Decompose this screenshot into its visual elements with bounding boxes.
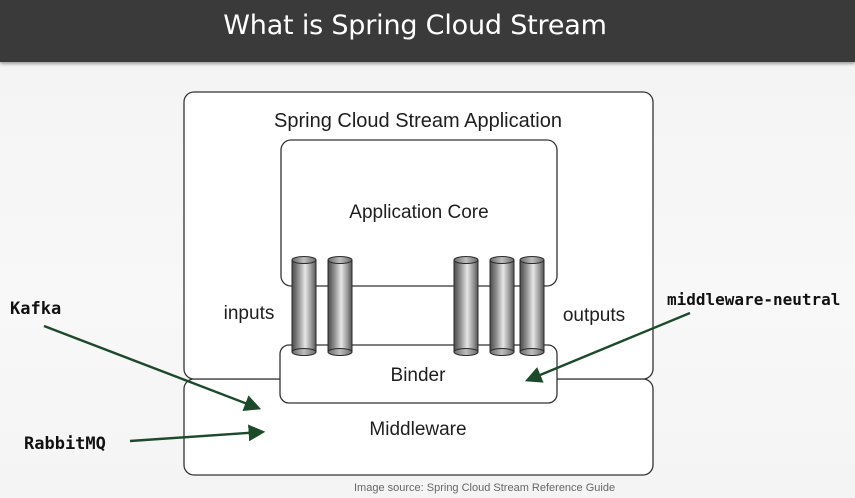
middleware-label: Middleware xyxy=(369,419,466,440)
inputs-label: inputs xyxy=(224,303,275,324)
rabbitmq-arrow xyxy=(129,424,266,443)
slide-title: What is Spring Cloud Stream xyxy=(223,10,607,41)
application-label: Spring Cloud Stream Application xyxy=(274,110,562,132)
input-channel-2 xyxy=(327,256,353,356)
core-label: Application Core xyxy=(349,202,488,223)
kafka-arrow xyxy=(43,324,262,412)
binder-label: Binder xyxy=(391,365,447,386)
output-channel-2 xyxy=(489,256,515,356)
input-channel-1 xyxy=(291,256,317,356)
rabbitmq-annotation: RabbitMQ xyxy=(24,434,106,454)
application-core-box xyxy=(280,139,558,287)
outputs-label: outputs xyxy=(563,305,625,326)
kafka-annotation: Kafka xyxy=(10,299,61,319)
middleware-neutral-annotation: middleware-neutral xyxy=(667,290,840,309)
binder-box xyxy=(279,344,558,404)
output-channel-3 xyxy=(519,256,545,356)
middleware-neutral-arrow xyxy=(524,311,691,383)
output-channel-1 xyxy=(453,256,479,356)
image-source-caption: Image source: Spring Cloud Stream Refere… xyxy=(354,482,616,494)
title-bar: What is Spring Cloud Stream xyxy=(0,0,855,62)
